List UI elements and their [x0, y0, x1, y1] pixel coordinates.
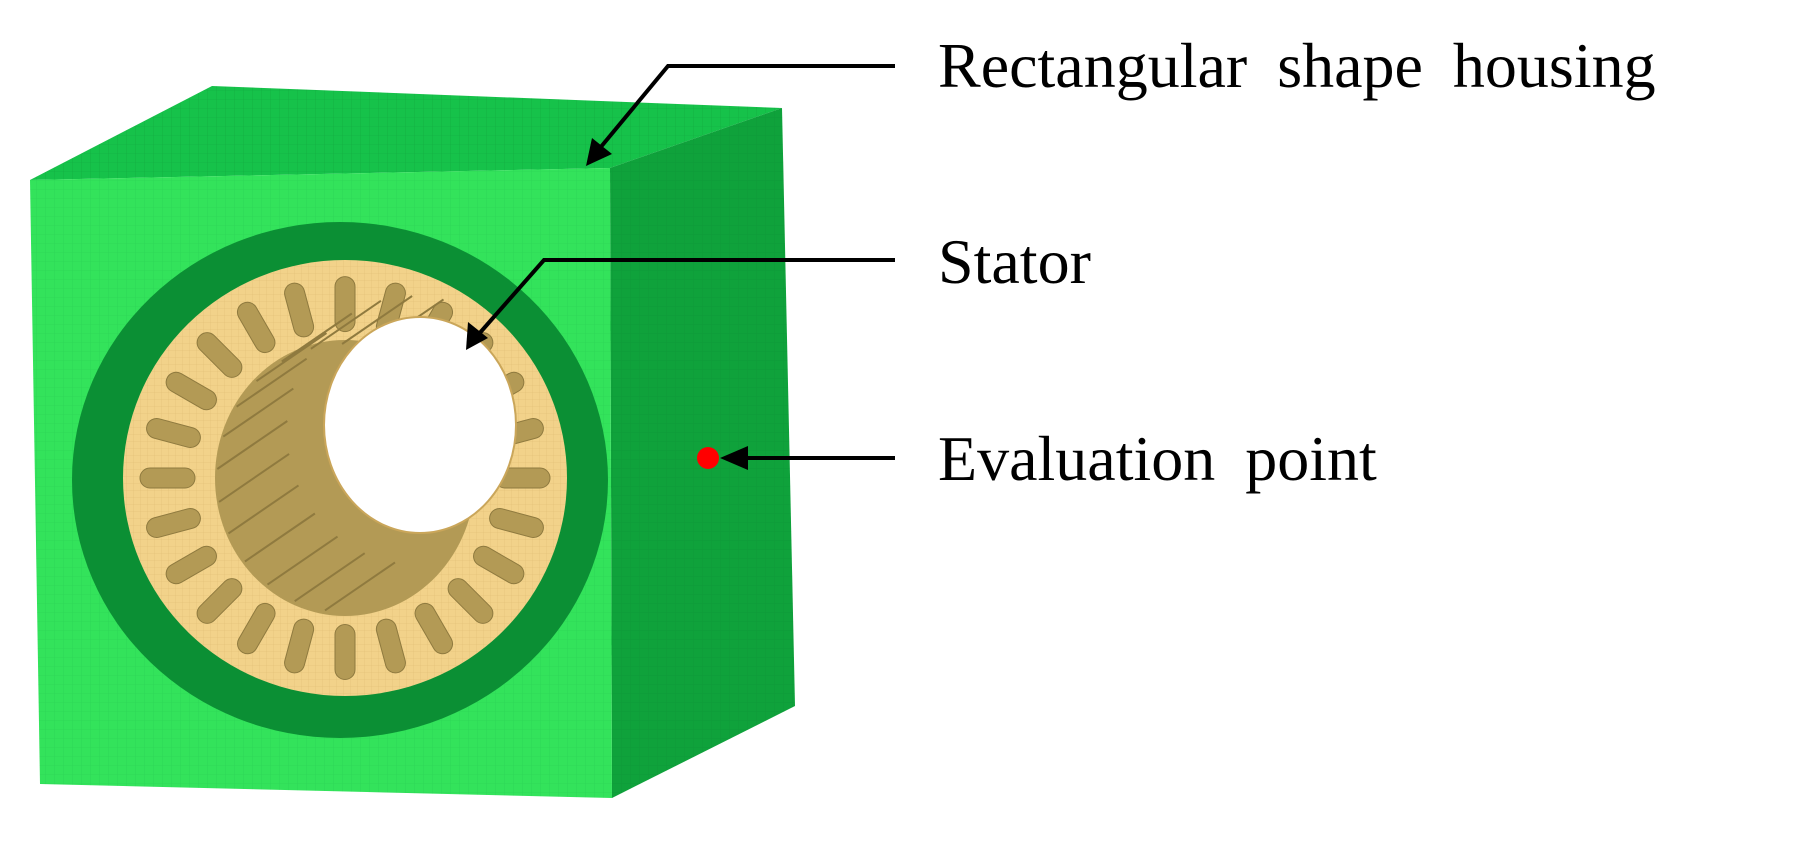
lamination-line — [310, 299, 382, 350]
arrowheads — [466, 138, 748, 470]
lamination-line — [281, 312, 353, 363]
stator-slot — [284, 618, 315, 674]
stator-arrowhead — [466, 322, 488, 350]
stator-leader-line — [476, 258, 895, 337]
stator-label: Stator — [938, 226, 1091, 297]
lamination-line — [227, 484, 300, 535]
stator-slot — [375, 618, 406, 674]
lamination-line — [236, 357, 308, 408]
stator-slot — [165, 545, 217, 585]
lamination-line — [266, 535, 339, 586]
housing-leader-line — [598, 64, 895, 150]
stator-slot — [236, 301, 276, 354]
stator-slot — [146, 417, 201, 449]
lamination-line — [222, 387, 294, 438]
evaluation-point-arrowhead — [720, 446, 748, 470]
housing-label: Rectangular shape housing — [938, 30, 1656, 101]
stator-slot — [334, 624, 356, 680]
stator-through-hole — [323, 316, 517, 534]
stator-slot — [473, 545, 525, 585]
lamination-line — [218, 453, 290, 503]
evaluation-point-label: Evaluation point — [938, 423, 1377, 494]
lamination-line — [294, 552, 366, 603]
lamination-line — [341, 295, 413, 345]
housing-arrowhead — [586, 138, 612, 166]
lamination-line — [244, 512, 316, 563]
stator-slots — [139, 276, 551, 680]
stator-slot — [165, 371, 217, 411]
stator-slot — [334, 276, 356, 333]
lamination-line — [255, 332, 328, 382]
stator-slot — [196, 332, 243, 378]
stator-slot — [146, 507, 201, 539]
stator-slot — [237, 602, 276, 655]
stator-slot — [139, 467, 196, 489]
stator — [123, 260, 567, 696]
lamination-line — [216, 420, 288, 470]
stator-slot — [489, 507, 544, 539]
leader-lines — [476, 64, 895, 460]
evaluation-point-marker — [697, 447, 719, 469]
lamination-line — [324, 561, 396, 612]
stator-slot — [414, 602, 454, 655]
